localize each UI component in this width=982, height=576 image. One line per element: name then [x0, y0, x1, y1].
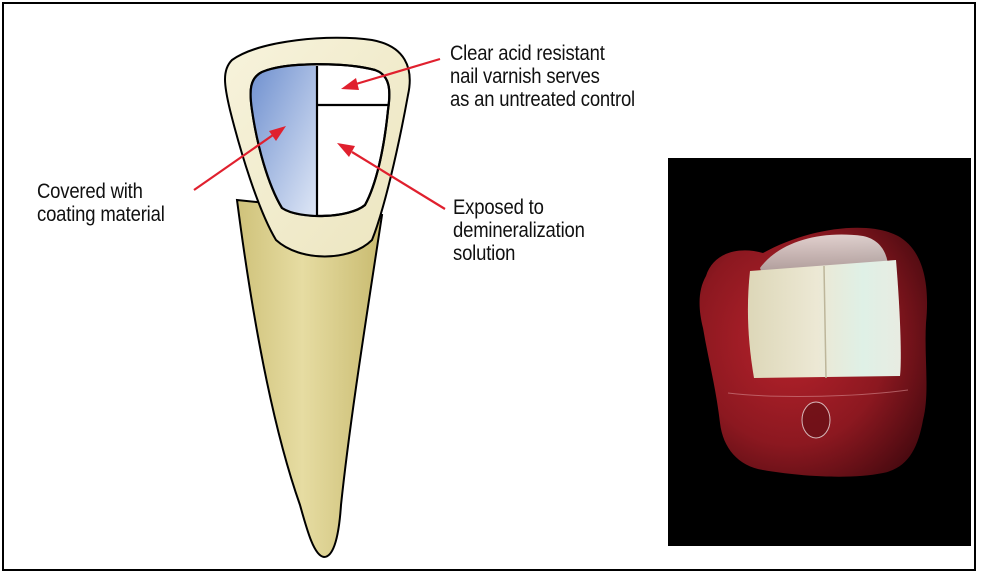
- label-exposed-line2: demineralization: [453, 219, 585, 242]
- label-varnish: Clear acid resistant nail varnish serves…: [450, 42, 635, 111]
- label-coating: Covered with coating material: [37, 180, 165, 226]
- specimen-illustration: [668, 158, 971, 546]
- label-varnish-line2: nail varnish serves: [450, 65, 635, 88]
- label-varnish-line3: as an untreated control: [450, 88, 635, 111]
- label-exposed-line1: Exposed to: [453, 196, 585, 219]
- label-coating-line2: coating material: [37, 203, 165, 226]
- label-coating-line1: Covered with: [37, 180, 165, 203]
- tooth-specimen-photo: [668, 158, 971, 546]
- label-exposed: Exposed to demineralization solution: [453, 196, 585, 265]
- label-exposed-line3: solution: [453, 242, 585, 265]
- specimen-root-stub: [802, 402, 830, 438]
- label-varnish-line1: Clear acid resistant: [450, 42, 635, 65]
